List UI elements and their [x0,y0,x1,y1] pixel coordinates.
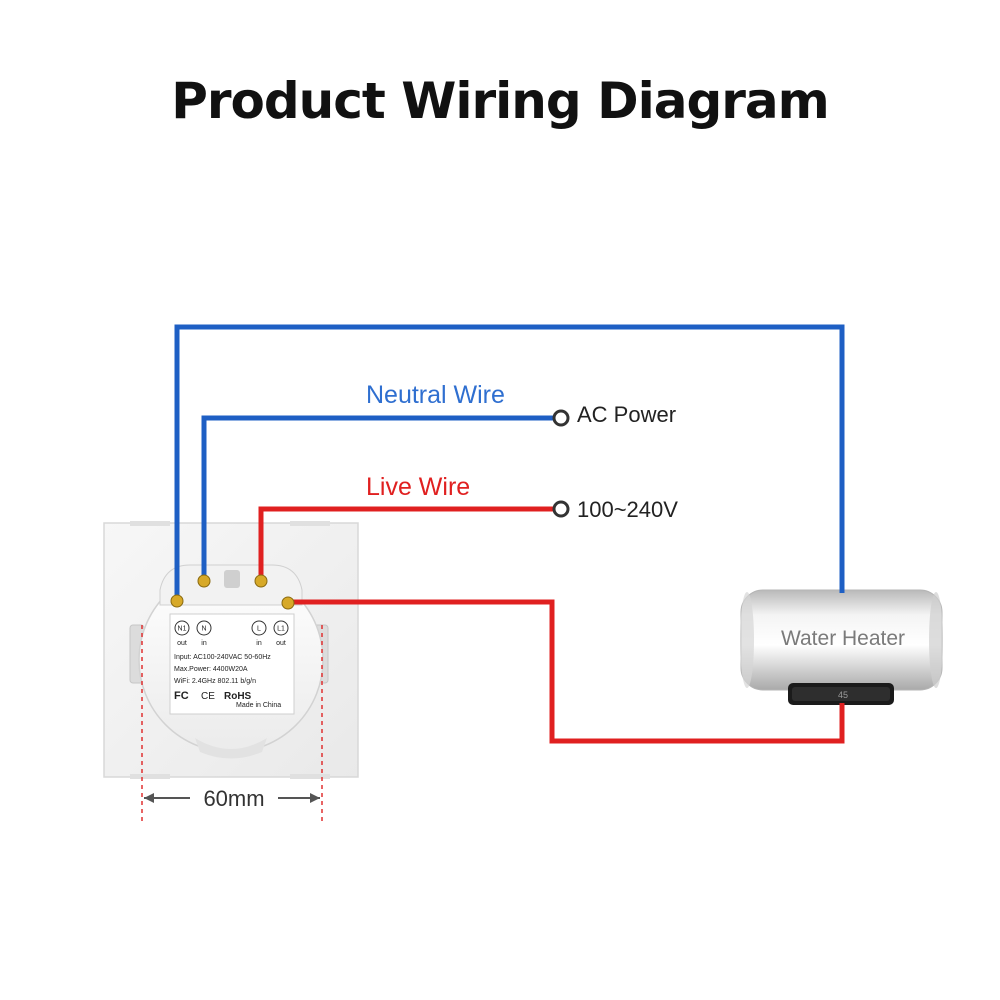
wires [174,324,845,744]
screw-n-icon [197,574,211,588]
terminal-n-code: N [201,626,206,633]
terminal-l1-sub: out [276,640,286,647]
terminal-l-code: L [257,626,261,633]
wall-switch [103,521,359,779]
spec-text: Input: AC100-240VAC 50-60Hz Max.Power: 4… [174,654,281,709]
ac-power-label: AC Power [577,402,676,427]
terminal-screws [170,574,295,610]
screw-l1-icon [281,596,295,610]
live-out-wire [290,599,845,744]
terminal-l1-icon [273,620,289,636]
terminal-l-sub: in [256,640,262,647]
terminal-n-icon [196,620,212,636]
voltage-label: 100~240V [577,497,678,522]
terminal-l-icon [251,620,267,636]
water-heater: Water Heater 45 [740,589,943,705]
spec-wifi: WiFi: 2.4GHz 802.11 b/g/n [174,678,256,685]
ac-power-terminal-icon [552,409,570,427]
terminal-l1-code: L1 [277,626,285,633]
cert-rohs-logo: RoHS [224,691,252,702]
live-in-wire [258,506,557,578]
terminal-n1-code: N1 [178,626,187,633]
heater-display: 45 [838,690,848,700]
heater-label: Water Heater [781,627,905,650]
neutral-out-wire [174,324,845,598]
neutral-wire-label: Neutral Wire [366,381,505,409]
page-title: Product Wiring Diagram [171,72,830,130]
made-in: Made in China [236,702,281,709]
cert-ce-logo: CE [201,691,215,702]
voltage-terminal-icon [552,500,570,518]
spec-label [169,613,295,715]
dimension-marker: 60mm [141,625,323,822]
spec-input: Input: AC100-240VAC 50-60Hz [174,654,271,661]
spec-power: Max.Power: 4400W20A [174,666,248,673]
terminal-n1-sub: out [177,640,187,647]
dimension-label: 60mm [203,786,264,811]
terminal-markers: N1 N L L1 out in in out [174,620,289,647]
cert-fc-logo: FC [174,690,189,702]
neutral-in-wire [201,415,557,578]
terminal-n1-icon [174,620,190,636]
screw-n1-icon [170,594,184,608]
terminal-n-sub: in [201,640,207,647]
live-wire-label: Live Wire [366,473,470,501]
screw-l-icon [254,574,268,588]
